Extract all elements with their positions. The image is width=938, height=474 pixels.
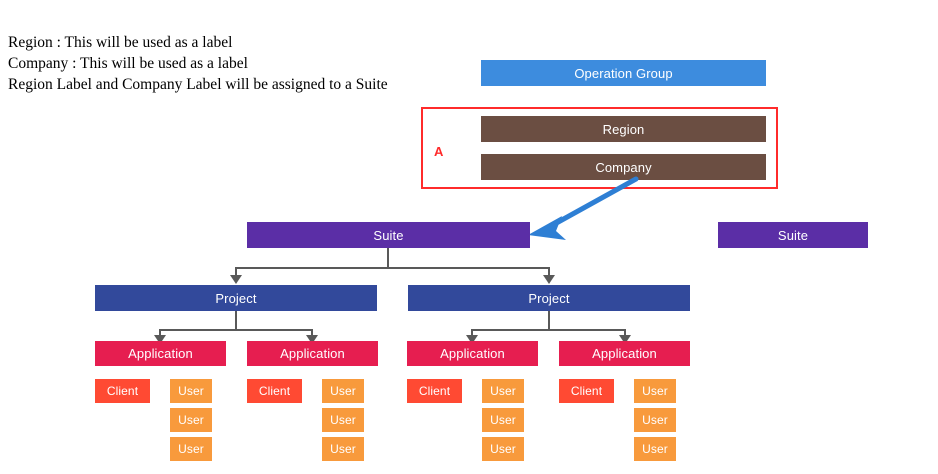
arrowhead-app-3-icon: [466, 335, 478, 344]
node-region-label: Region: [602, 121, 645, 137]
node-company[interactable]: Company: [481, 154, 766, 180]
connector-project-2-to-app-4: [624, 329, 626, 338]
node-application-2[interactable]: Application: [247, 341, 378, 366]
node-suite-main-label: Suite: [373, 227, 404, 243]
node-user-8-label: User: [490, 413, 516, 427]
node-suite-alt-label: Suite: [777, 227, 809, 243]
node-user-4[interactable]: User: [322, 379, 364, 403]
node-company-label: Company: [595, 159, 652, 175]
label-group-tag: A: [434, 144, 444, 159]
connector-suite-bus: [235, 267, 550, 269]
node-application-1-label: Application: [128, 346, 193, 361]
node-application-4[interactable]: Application: [559, 341, 690, 366]
node-client-1[interactable]: Client: [95, 379, 150, 403]
node-client-4[interactable]: Client: [559, 379, 614, 403]
explanatory-note: Region : This will be used as a label Co…: [8, 34, 388, 93]
node-user-10[interactable]: User: [634, 379, 676, 403]
connector-suite-to-project-1: [235, 267, 237, 278]
connector-project-2-to-app-3: [471, 329, 473, 338]
node-project-1[interactable]: Project: [95, 285, 377, 311]
node-user-8[interactable]: User: [482, 408, 524, 432]
node-client-2-label: Client: [258, 384, 291, 398]
node-project-1-label: Project: [215, 290, 257, 306]
node-user-5-label: User: [330, 413, 356, 427]
node-user-3[interactable]: User: [170, 437, 212, 461]
node-user-6[interactable]: User: [322, 437, 364, 461]
node-application-3[interactable]: Application: [407, 341, 538, 366]
arrowhead-project-1-icon: [230, 275, 242, 284]
node-application-2-label: Application: [280, 346, 345, 361]
node-user-12[interactable]: User: [634, 437, 676, 461]
node-user-4-label: User: [330, 384, 356, 398]
node-application-4-label: Application: [592, 346, 657, 361]
arrowhead-project-2-icon: [543, 275, 555, 284]
connector-project-2-bus: [471, 329, 626, 331]
node-application-1[interactable]: Application: [95, 341, 226, 366]
node-user-1-label: User: [178, 384, 204, 398]
node-user-1[interactable]: User: [170, 379, 212, 403]
node-client-4-label: Client: [570, 384, 603, 398]
node-user-9-label: User: [490, 442, 516, 456]
node-client-2[interactable]: Client: [247, 379, 302, 403]
connector-project-1-to-app-2: [311, 329, 313, 338]
connector-suite-stem: [387, 248, 389, 269]
node-client-1-label: Client: [106, 384, 139, 398]
connector-suite-to-project-2: [548, 267, 550, 278]
node-suite-alt[interactable]: Suite: [718, 222, 868, 248]
node-user-11-label: User: [642, 413, 668, 427]
node-user-7[interactable]: User: [482, 379, 524, 403]
arrowhead-app-2-icon: [306, 335, 318, 344]
node-region[interactable]: Region: [481, 116, 766, 142]
node-user-5[interactable]: User: [322, 408, 364, 432]
arrowhead-app-1-icon: [154, 335, 166, 344]
node-project-2-label: Project: [528, 290, 570, 306]
node-suite-main[interactable]: Suite: [247, 222, 530, 248]
node-operation-group[interactable]: Operation Group: [481, 60, 766, 86]
node-project-2[interactable]: Project: [408, 285, 690, 311]
node-application-3-label: Application: [440, 346, 505, 361]
node-user-2-label: User: [178, 413, 204, 427]
node-user-3-label: User: [178, 442, 204, 456]
arrowhead-app-4-icon: [619, 335, 631, 344]
node-user-11[interactable]: User: [634, 408, 676, 432]
node-user-7-label: User: [490, 384, 516, 398]
node-client-3-label: Client: [418, 384, 451, 398]
connector-project-1-bus: [159, 329, 313, 331]
node-user-12-label: User: [642, 442, 668, 456]
node-user-6-label: User: [330, 442, 356, 456]
node-user-10-label: User: [642, 384, 668, 398]
node-client-3[interactable]: Client: [407, 379, 462, 403]
connector-project-1-to-app-1: [159, 329, 161, 338]
node-user-2[interactable]: User: [170, 408, 212, 432]
node-operation-group-label: Operation Group: [574, 65, 673, 81]
connector-project-2-stem: [548, 311, 550, 331]
node-user-9[interactable]: User: [482, 437, 524, 461]
connector-project-1-stem: [235, 311, 237, 331]
